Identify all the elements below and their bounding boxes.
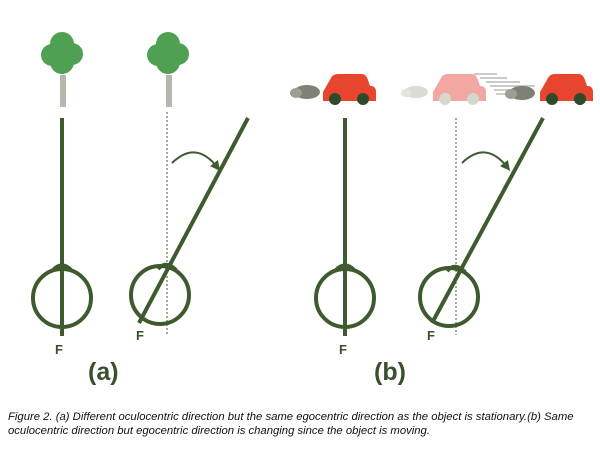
fovea-label-b1: F <box>339 342 347 357</box>
gaze-line-b2 <box>430 117 545 324</box>
rotation-arrow-a2 <box>171 151 221 171</box>
ghost-car-b2 <box>433 74 486 105</box>
tree-a1 <box>41 32 83 107</box>
eye-a1 <box>31 263 93 329</box>
panel-label-b: (b) <box>374 358 406 386</box>
tree-a2 <box>147 32 189 107</box>
car-b1 <box>323 74 376 105</box>
fovea-label-a2: F <box>136 328 144 343</box>
panel-label-a: (a) <box>88 358 119 386</box>
ghost-smoke-b2 <box>401 86 428 98</box>
eye-a2 <box>129 262 191 326</box>
fovea-label-a1: F <box>55 342 63 357</box>
rotation-arrow-b2 <box>461 151 511 171</box>
gaze-line-a2 <box>137 117 250 324</box>
figure-diagram: F F (a) F <box>31 32 593 386</box>
exhaust-smoke-b1 <box>290 85 320 99</box>
exhaust-smoke-b2 <box>505 86 535 100</box>
car-b2 <box>540 74 593 105</box>
eye-b1 <box>314 263 376 329</box>
fovea-label-b2: F <box>427 328 435 343</box>
eye-b2 <box>418 264 480 328</box>
figure-caption: Figure 2. (a) Different oculocentric dir… <box>8 411 574 437</box>
